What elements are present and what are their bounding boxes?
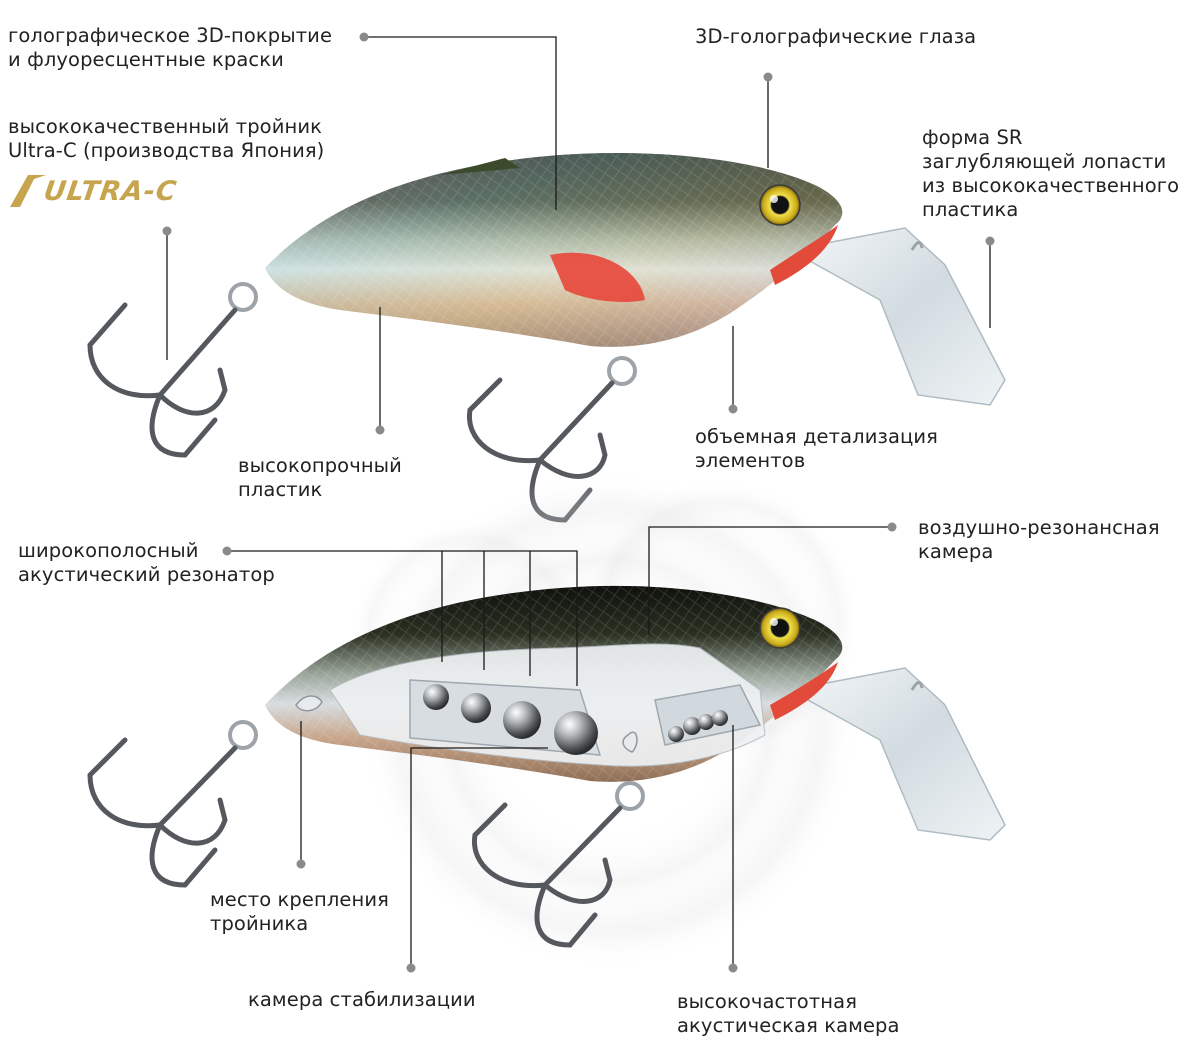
dot-air-chamber xyxy=(887,522,897,532)
label-plastic-line-2: пластик xyxy=(238,478,323,501)
label-hook-mount-line-1: место крепления xyxy=(210,888,389,911)
leader-coating xyxy=(364,36,557,210)
dot-coating xyxy=(359,32,369,42)
label-details: объемная детализация элементов xyxy=(695,425,938,473)
leader-resonator xyxy=(227,550,578,686)
resonator-ball-2 xyxy=(461,693,491,723)
bottom-diving-lip xyxy=(787,667,1006,841)
top-dorsal-fin xyxy=(440,158,520,175)
top-gill-red xyxy=(770,225,838,285)
dot-resonator xyxy=(222,546,232,556)
label-air-chamber-line-2: камера xyxy=(918,540,994,563)
label-hf-chamber-line-2: акустическая камера xyxy=(677,1014,900,1037)
label-resonator-line-1: широкополосный xyxy=(18,539,199,562)
label-hook-mount-line-2: тройника xyxy=(210,912,309,935)
label-lip-line-4: пластика xyxy=(922,198,1019,221)
dot-eyes xyxy=(763,72,773,82)
label-coating-line-2: и флуоресцентные краски xyxy=(8,48,284,71)
label-details-line-1: объемная детализация xyxy=(695,425,938,448)
label-air-chamber-line-1: воздушно-резонансная xyxy=(918,516,1160,539)
label-diving-lip: форма SR заглубляющей лопасти из высокок… xyxy=(922,126,1179,222)
label-air-chamber: воздушно-резонансная камера xyxy=(918,516,1160,564)
dot-hook-mount xyxy=(296,859,306,869)
label-treble-line-2: Ultra-C (производства Япония) xyxy=(8,139,325,162)
label-lip-line-1: форма SR xyxy=(922,126,1023,149)
label-plastic: высокопрочный пластик xyxy=(238,454,402,502)
belly-hook-mount xyxy=(622,731,638,753)
top-lure xyxy=(87,153,1006,523)
label-treble-line-1: высококачественный тройник xyxy=(8,115,322,138)
dot-stabilization xyxy=(406,963,416,973)
bottom-lure xyxy=(87,585,1006,948)
top-belly-split-ring xyxy=(607,356,637,386)
label-stabilization: камера стабилизации xyxy=(248,988,476,1012)
resonator-ball-4 xyxy=(554,711,598,755)
rear-hook-mount xyxy=(295,695,323,712)
resonator-ball-3 xyxy=(503,701,541,739)
label-resonator: широкополосный акустический резонатор xyxy=(18,539,275,587)
dot-details xyxy=(728,404,738,414)
label-plastic-line-1: высокопрочный xyxy=(238,454,402,477)
hf-ball-3 xyxy=(698,714,714,730)
label-eyes: 3D-голографические глаза xyxy=(695,25,976,49)
bottom-line-tie xyxy=(910,681,924,691)
bottom-rear-treble-hook xyxy=(87,737,238,888)
label-details-line-2: элементов xyxy=(695,449,806,472)
top-rear-split-ring xyxy=(228,282,258,312)
label-lip-line-2: заглубляющей лопасти xyxy=(922,150,1167,173)
label-hf-chamber-line-1: высокочастотная xyxy=(677,990,858,1013)
label-hook-mount: место крепления тройника xyxy=(210,888,389,936)
dot-treble xyxy=(162,226,172,236)
leader-stabilization xyxy=(410,747,548,968)
label-resonator-line-2: акустический резонатор xyxy=(18,563,275,586)
label-hf-chamber: высокочастотная акустическая камера xyxy=(677,990,900,1038)
bottom-belly-treble-hook xyxy=(471,802,623,948)
top-diving-lip xyxy=(787,227,1006,406)
dot-lip xyxy=(985,236,995,246)
bottom-rear-split-ring xyxy=(228,720,258,750)
dot-plastic xyxy=(375,425,385,435)
ultra-c-logo-mark-icon xyxy=(10,175,46,207)
label-treble-hook: высококачественный тройник Ultra-C (прои… xyxy=(8,115,324,163)
ultra-c-logo: ULTRA-C xyxy=(8,170,179,212)
label-coating: голографическое 3D-покрытие и флуоресцен… xyxy=(8,24,332,72)
hf-ball-2 xyxy=(683,717,701,735)
leader-air-chamber xyxy=(648,526,892,635)
dot-hf-chamber xyxy=(728,963,738,973)
label-lip-line-3: из высококачественного xyxy=(922,174,1180,197)
hf-ball-4 xyxy=(712,710,728,726)
top-pectoral-fin xyxy=(550,252,645,302)
label-stabilization-line-1: камера стабилизации xyxy=(248,988,476,1011)
bottom-belly-split-ring xyxy=(615,781,645,811)
top-line-tie xyxy=(910,241,924,251)
label-coating-line-1: голографическое 3D-покрытие xyxy=(8,24,333,47)
bottom-gill-red xyxy=(770,662,838,720)
hf-ball-1 xyxy=(668,726,684,742)
top-holographic-eye xyxy=(759,184,801,226)
leader-dots xyxy=(162,32,995,973)
leader-lines xyxy=(166,36,991,968)
ultra-c-logo-text: ULTRA-C xyxy=(41,175,179,207)
bottom-holographic-eye xyxy=(759,607,801,649)
label-eyes-line-1: 3D-голографические глаза xyxy=(695,25,977,48)
top-rear-treble-hook xyxy=(87,302,238,458)
resonator-ball-1 xyxy=(423,684,449,710)
